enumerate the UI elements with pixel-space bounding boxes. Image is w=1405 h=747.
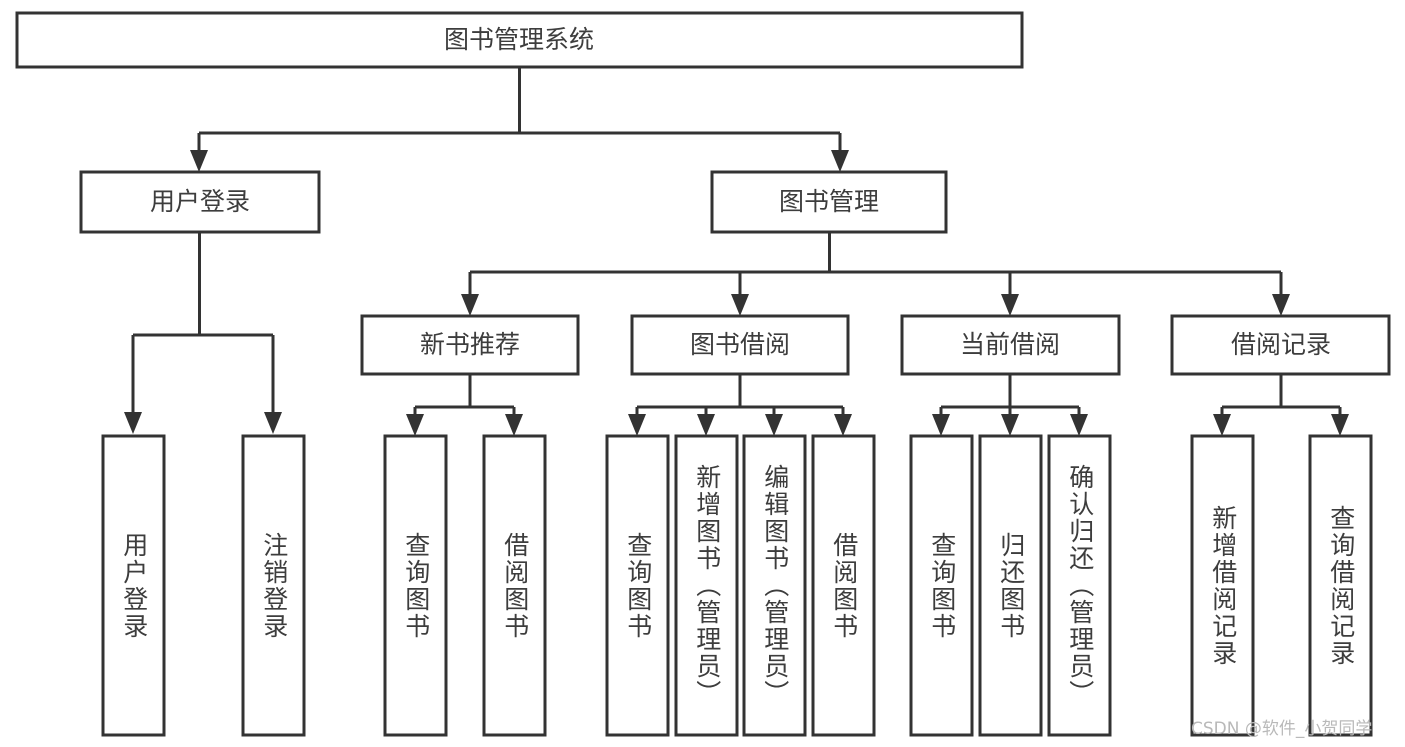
leaf-current-borrow-1[interactable] [909, 434, 974, 737]
arrowhead-leaf-user-login-2 [264, 412, 282, 434]
arrowhead-to-current-borrow [1001, 294, 1019, 316]
node-new-book-recommend[interactable] [360, 314, 580, 376]
node-borrow-record-label: 借阅记录 [1231, 330, 1331, 359]
arrowhead-leaf-book-borrow-2 [697, 414, 715, 436]
leaf-current-borrow-3[interactable] [1047, 434, 1112, 737]
connector-new-book-branch [413, 374, 516, 414]
arrowhead-leaf-new-book-1 [406, 414, 424, 436]
leaf-borrow-record-2[interactable] [1308, 434, 1373, 737]
leaf-book-borrow-1[interactable] [605, 434, 670, 737]
node-new-book-recommend-label: 新书推荐 [420, 330, 520, 359]
connector-root-to-bus [197, 67, 842, 150]
leaf-book-borrow-2[interactable] [674, 434, 739, 737]
node-book-manage-label: 图书管理 [779, 187, 879, 216]
arrowhead-leaf-book-borrow-3 [765, 414, 783, 436]
arrowhead-leaf-current-borrow-2 [1001, 414, 1019, 436]
node-current-borrow[interactable] [900, 314, 1121, 376]
node-root-label: 图书管理系统 [444, 25, 594, 54]
leaf-new-book-2[interactable] [482, 434, 547, 737]
arrowhead-to-new-book [461, 294, 479, 316]
node-book-borrow[interactable] [630, 314, 850, 376]
arrowhead-leaf-current-borrow-3 [1070, 414, 1088, 436]
arrowhead-leaf-borrow-record-1 [1213, 414, 1231, 436]
csdn-watermark: CSDN @软件_小贺同学 [1191, 719, 1373, 739]
leaf-borrow-record-1[interactable] [1190, 434, 1255, 737]
node-user-login[interactable] [79, 170, 321, 234]
node-current-borrow-label: 当前借阅 [960, 330, 1060, 359]
connector-book-manage-branch [468, 232, 1283, 294]
leaf-book-borrow-3[interactable] [742, 434, 807, 737]
leaf-user-login-2[interactable] [241, 434, 306, 737]
connector-book-borrow-branch [635, 374, 845, 414]
node-user-login-label: 用户登录 [150, 187, 250, 216]
leaf-new-book-1[interactable] [383, 434, 448, 737]
node-book-manage[interactable] [710, 170, 948, 234]
arrowhead-to-book-manage [831, 150, 849, 172]
node-borrow-record[interactable] [1170, 314, 1391, 376]
node-root-book-system[interactable] [15, 11, 1024, 69]
connector-current-borrow-branch [939, 374, 1081, 414]
arrowhead-to-borrow-record [1272, 294, 1290, 316]
leaf-user-login-1[interactable] [101, 434, 166, 737]
connector-borrow-record-branch [1220, 374, 1342, 414]
node-book-borrow-label: 图书借阅 [690, 330, 790, 359]
arrowhead-leaf-user-login-1 [124, 412, 142, 434]
arrowhead-leaf-borrow-record-2 [1331, 414, 1349, 436]
connector-user-login-branch [131, 232, 275, 412]
arrowhead-leaf-current-borrow-1 [932, 414, 950, 436]
arrowhead-leaf-book-borrow-4 [834, 414, 852, 436]
arrowhead-to-user-login [190, 150, 208, 172]
leaf-book-borrow-4[interactable] [811, 434, 876, 737]
arrowhead-leaf-new-book-2 [505, 414, 523, 436]
leaf-current-borrow-2[interactable] [978, 434, 1043, 737]
arrowhead-to-book-borrow [731, 294, 749, 316]
arrowhead-leaf-book-borrow-1 [628, 414, 646, 436]
